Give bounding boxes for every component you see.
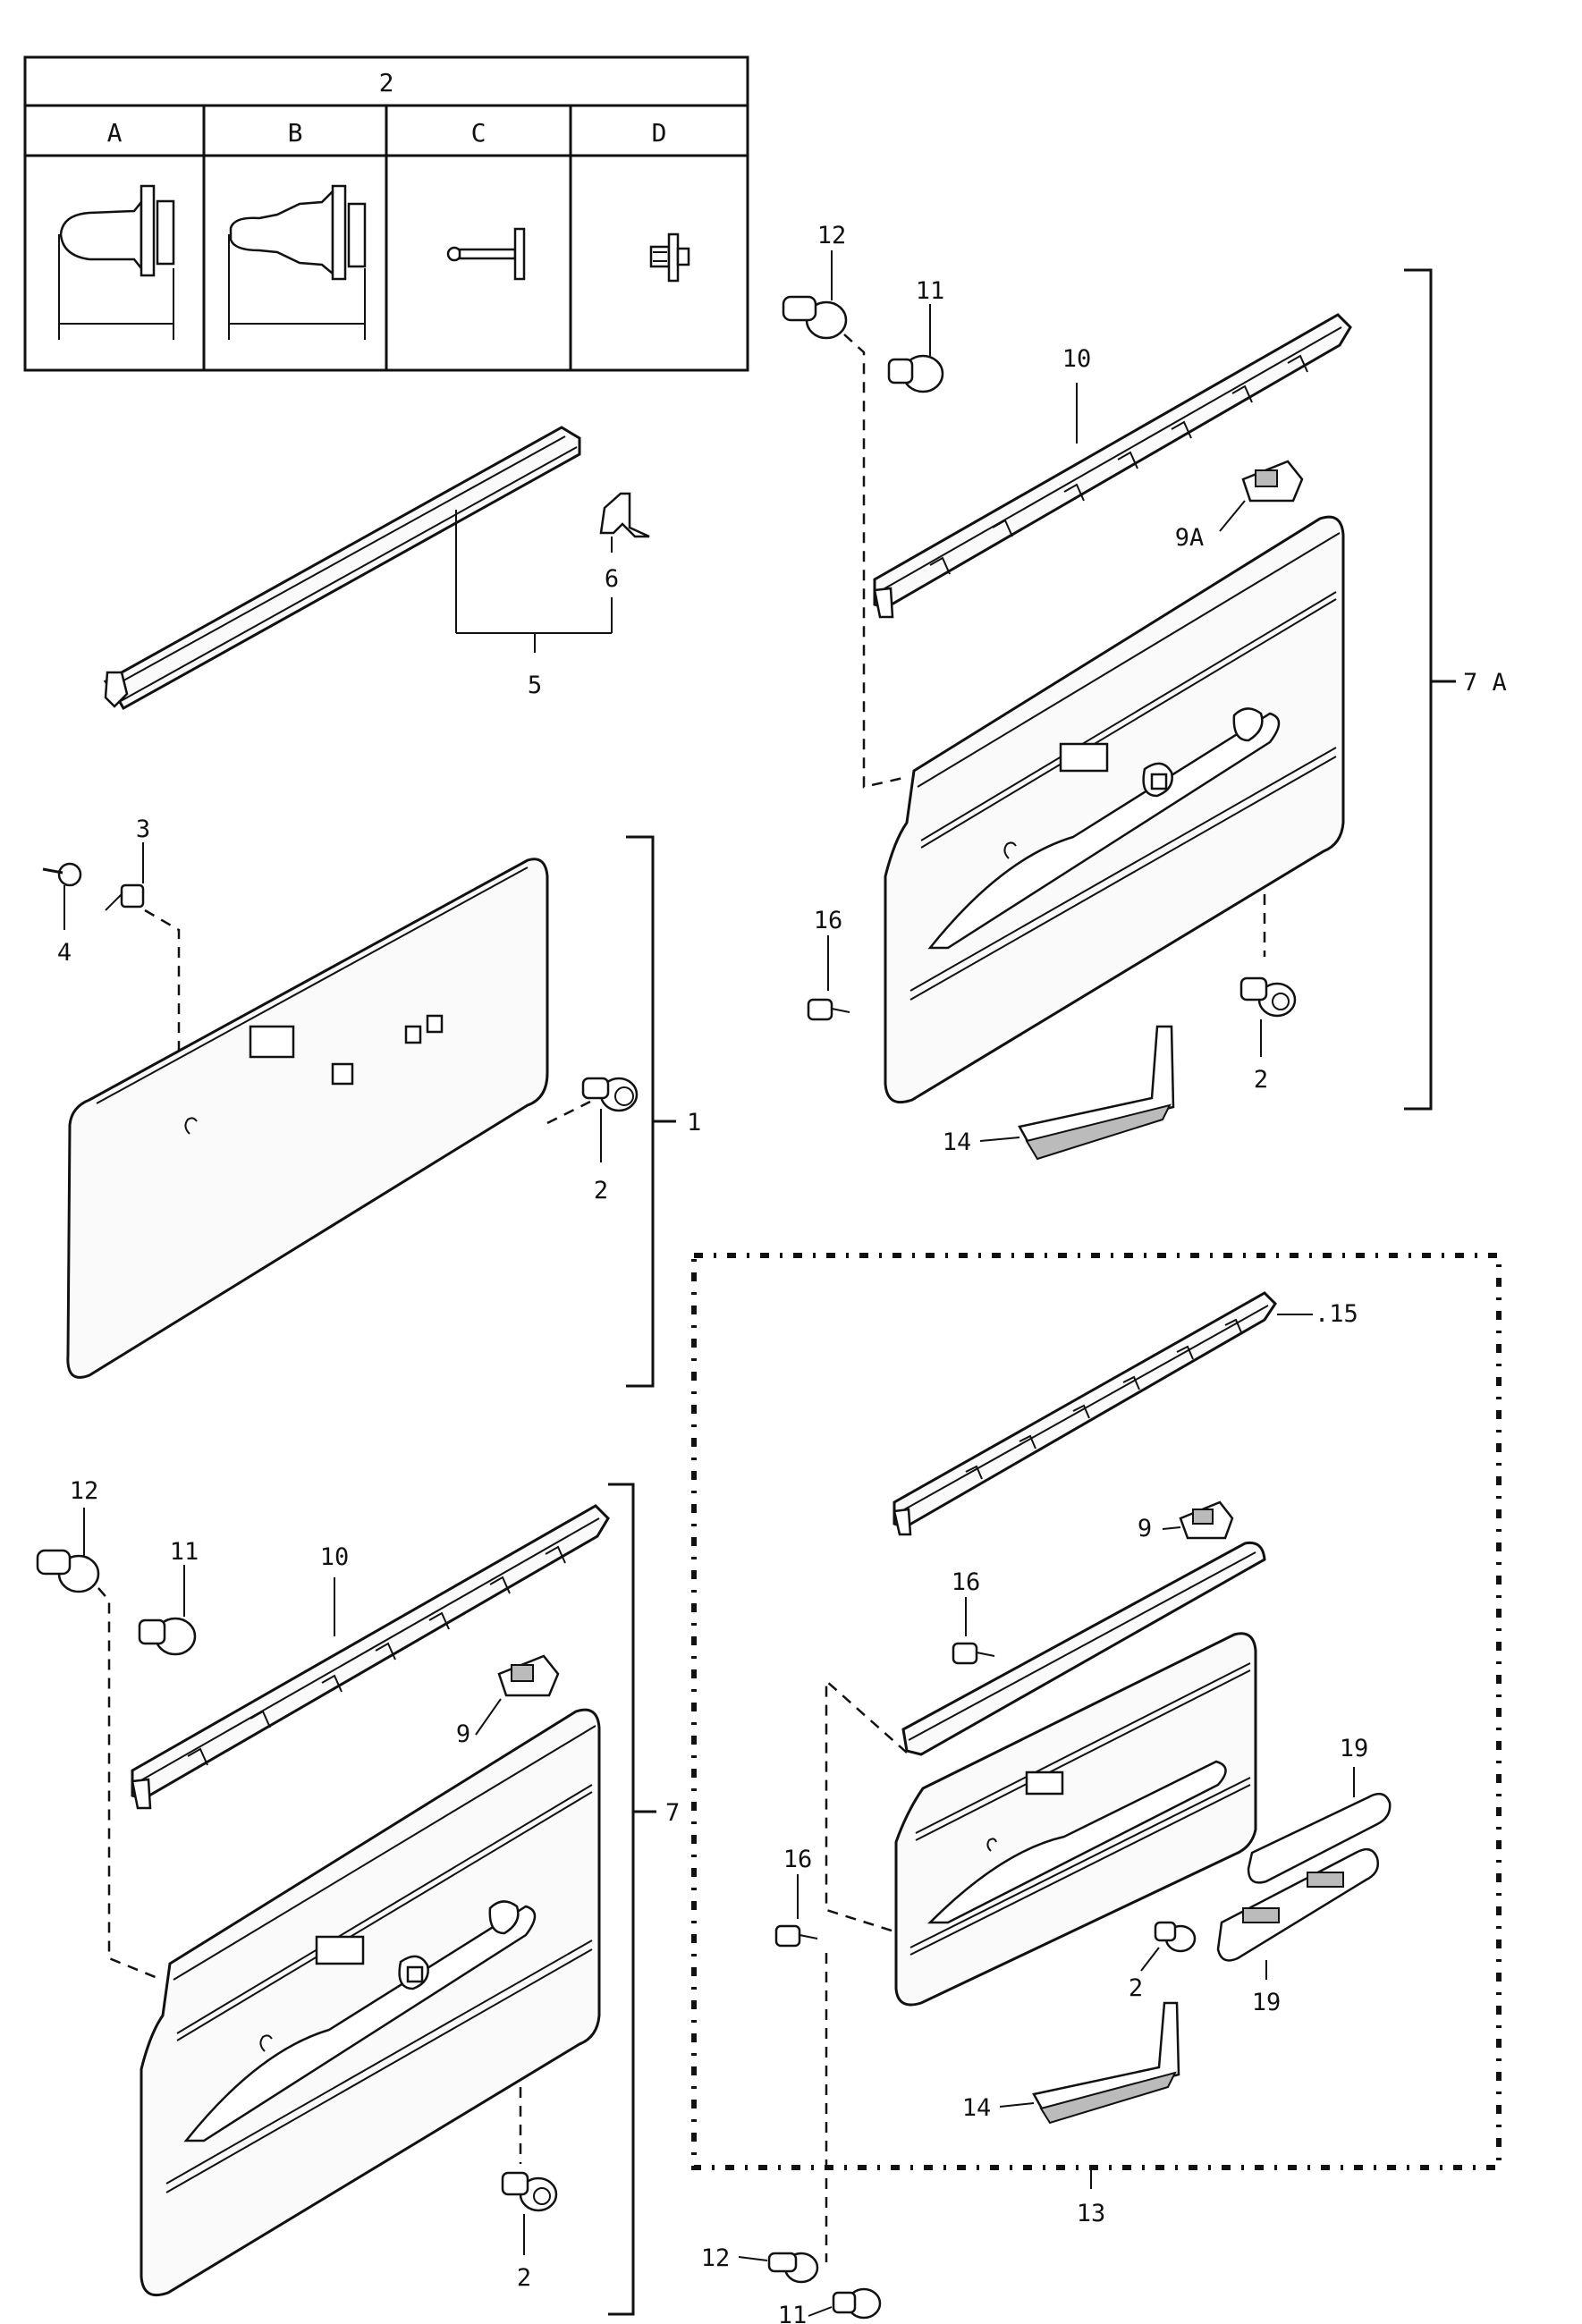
callout-5: 5	[528, 672, 542, 699]
callout-13: 13	[1077, 2200, 1106, 2227]
callout-9a: 9A	[1175, 524, 1205, 552]
callout-3: 3	[136, 816, 150, 843]
callout-2-7: 2	[517, 2264, 531, 2292]
clip-6: 6	[599, 492, 650, 593]
callout-7a: 7 A	[1463, 669, 1507, 697]
callout-12-7a: 12	[817, 222, 847, 249]
clip-table: 2 A B C D	[23, 55, 749, 372]
clip-a-icon	[58, 184, 175, 340]
table-col-c: C	[471, 118, 486, 148]
callout-19-upper: 19	[1340, 1735, 1369, 1762]
assembly-13: 13 .15 9 16 16	[691, 1253, 1502, 2262]
table-col-a: A	[107, 118, 123, 148]
callout-11-7a: 11	[916, 277, 945, 305]
table-col-d: D	[652, 118, 667, 148]
table-header: 2	[379, 68, 394, 97]
table-col-b: B	[288, 118, 303, 148]
assembly-7a: 10 12 11 9A 16	[782, 222, 1507, 1161]
callout-16-7a: 16	[814, 907, 843, 934]
weatherstrip-5: 5	[103, 426, 613, 711]
callout-10-7a: 10	[1062, 345, 1092, 373]
assembly-7: 10 12 11 9 2 7	[36, 1477, 680, 2316]
bottom-fasteners: 12 11	[701, 2244, 882, 2324]
callout-16-13b: 16	[783, 1846, 813, 1873]
callout-10-7: 10	[320, 1543, 350, 1571]
callout-6: 6	[605, 565, 619, 593]
clip-c-icon	[446, 227, 526, 281]
callout-16-13a: 16	[952, 1568, 981, 1596]
callout-1: 1	[687, 1109, 701, 1137]
callout-11-bottom: 11	[778, 2302, 808, 2324]
callout-12-bottom: 12	[701, 2244, 731, 2272]
fasteners-3-4: 3 4	[42, 816, 181, 1055]
callout-7: 7	[665, 1799, 680, 1827]
callout-2-7a: 2	[1254, 1066, 1268, 1094]
clip-d-icon	[649, 232, 690, 283]
callout-9: 9	[456, 1720, 470, 1748]
callout-2-panel1: 2	[594, 1177, 608, 1204]
callout-14-13: 14	[962, 2094, 992, 2122]
callout-11-7: 11	[170, 1538, 199, 1566]
callout-4: 4	[57, 939, 72, 967]
callout-12-7: 12	[70, 1477, 99, 1505]
callout-2-13: 2	[1129, 1974, 1143, 2002]
callout-14-7a: 14	[943, 1128, 972, 1156]
door-panel-1: 1	[66, 835, 701, 1388]
callout-19-lower: 19	[1252, 1989, 1282, 2016]
callout-9-13: 9	[1138, 1515, 1152, 1542]
clip-b-icon	[228, 184, 367, 340]
callout-15: .15	[1315, 1300, 1358, 1328]
clip-2-panel1: 2	[546, 1077, 639, 1204]
